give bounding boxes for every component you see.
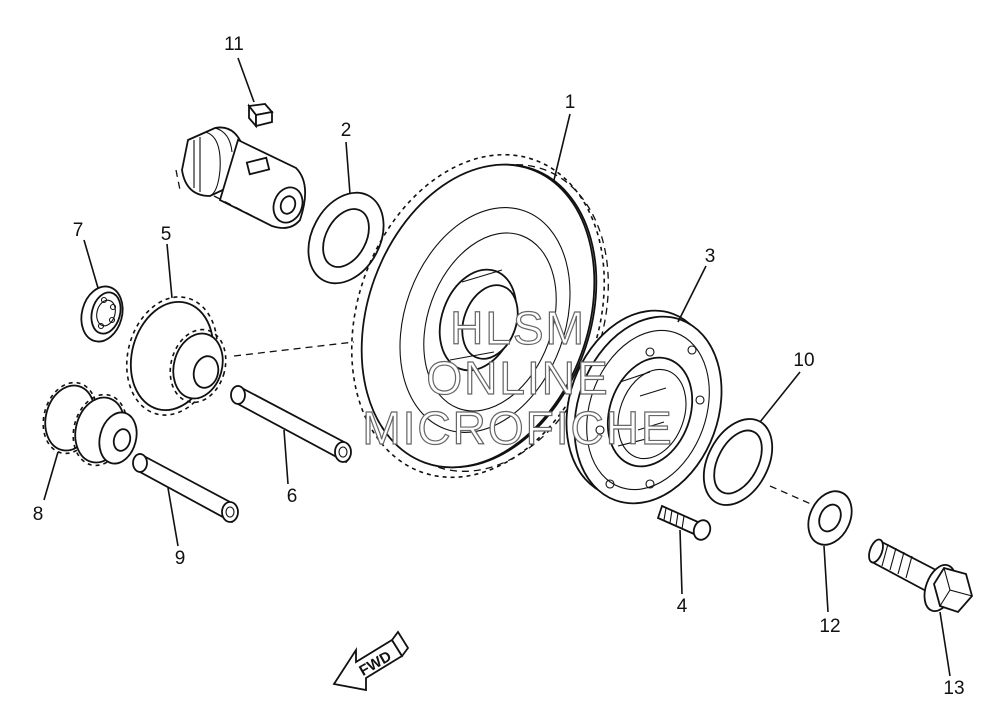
callout-12[interactable]: 12 [819,616,840,637]
callout-1[interactable]: 1 [565,92,576,113]
callout-4[interactable]: 4 [677,596,688,617]
part-5-idler-gear[interactable] [114,287,234,426]
watermark-line-3: MICROFICHE [362,402,673,454]
callout-7[interactable]: 7 [73,220,84,241]
leader-lines [43,57,951,677]
part-8-double-gear[interactable] [36,376,143,471]
callout-2[interactable]: 2 [341,120,352,141]
part-1-starter-wheel-gear[interactable] [308,119,649,513]
callout-13[interactable]: 13 [943,678,964,699]
part-10-washer[interactable] [690,407,786,516]
callout-9[interactable]: 9 [175,548,186,569]
watermark-line-2: ONLINE [426,352,609,404]
part-11-key[interactable] [247,103,274,129]
part-6-shaft[interactable] [230,384,352,464]
fwd-direction-arrow: FWD [332,630,410,692]
part-9-shaft[interactable] [132,452,239,524]
part-13-flange-bolt[interactable] [866,538,973,616]
part-7-bearing[interactable] [75,282,128,346]
callout-8[interactable]: 8 [33,504,44,525]
callout-3[interactable]: 3 [705,246,716,267]
callout-11[interactable]: 11 [224,34,244,55]
watermark-line-1: HLSM [450,302,586,354]
watermark: HLSM ONLINE MICROFICHE [362,301,673,454]
callout-10[interactable]: 10 [793,350,814,371]
callout-numbers: 11 2 1 3 5 7 6 8 9 10 4 12 13 [33,34,965,699]
callout-6[interactable]: 6 [287,486,298,507]
part-2-washer[interactable] [293,180,398,297]
callout-5[interactable]: 5 [161,224,172,245]
part-4-screw[interactable] [656,504,713,542]
crankshaft-end [175,126,306,229]
part-12-washer[interactable] [800,484,860,552]
part-3-starter-clutch[interactable] [541,290,746,524]
